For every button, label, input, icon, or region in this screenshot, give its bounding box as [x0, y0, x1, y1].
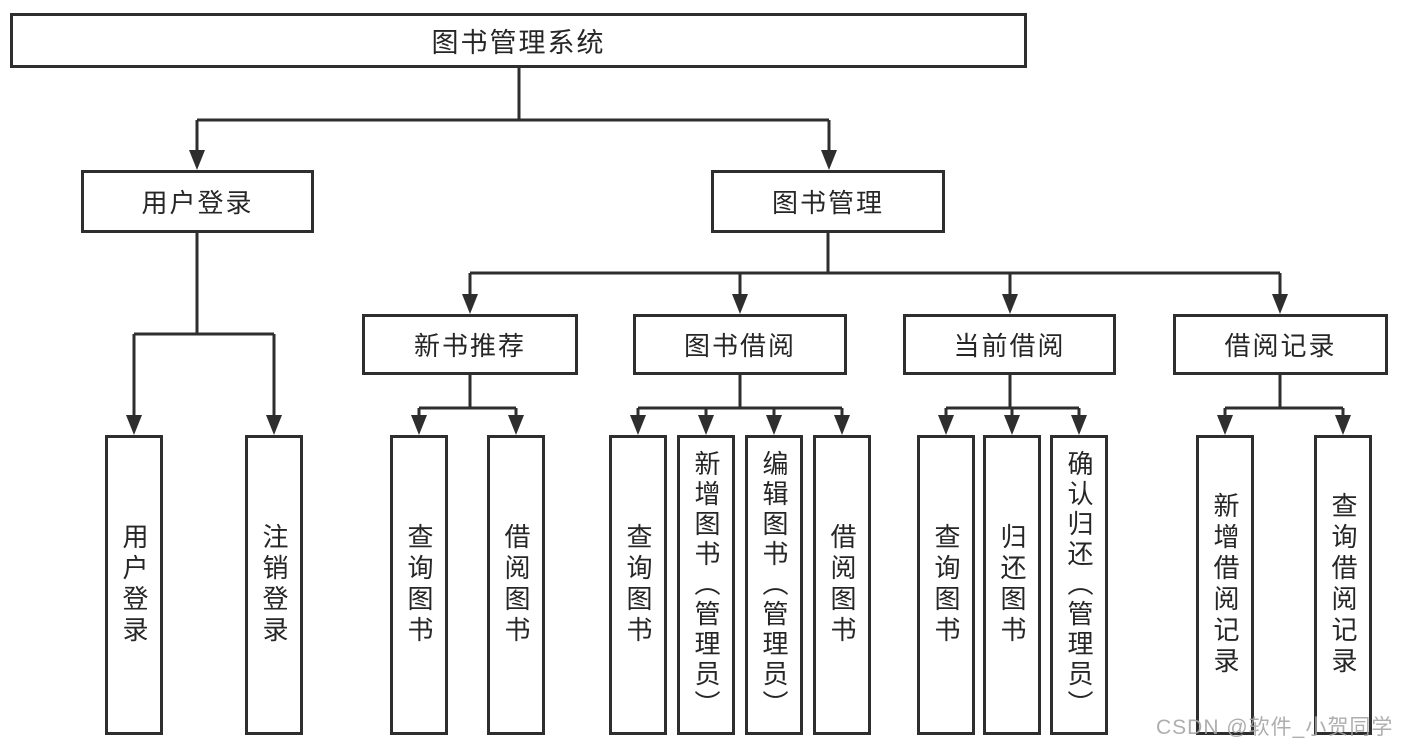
- node-root: 图书管理系统: [10, 13, 1027, 68]
- leaf-query-books-borrow: 查询图书: [609, 435, 667, 735]
- connector-new-book-children: [411, 375, 524, 435]
- leaf-borrow-books-borrow: 借阅图书: [813, 435, 871, 735]
- node-user-login: 用户登录: [81, 170, 314, 233]
- connector-current-borrow-children: [938, 375, 1087, 435]
- connector-book-mgmt-sections: [462, 233, 1288, 314]
- leaf-query-books-current: 查询图书: [917, 435, 975, 735]
- csdn-watermark: CSDN @软件_小贺同学: [1156, 716, 1394, 739]
- connector-book-borrow-children: [630, 375, 850, 435]
- leaf-query-books-recommend: 查询图书: [390, 435, 448, 735]
- leaf-edit-book-admin: 编辑图书（管理员）: [745, 435, 803, 735]
- leaf-confirm-return-admin: 确认归还（管理员）: [1050, 435, 1108, 735]
- leaf-return-books: 归还图书: [983, 435, 1041, 735]
- connector-borrow-records-children: [1217, 375, 1351, 435]
- node-current-borrow: 当前借阅: [903, 314, 1116, 375]
- leaf-add-borrow-record: 新增借阅记录: [1196, 435, 1254, 735]
- leaf-query-borrow-record: 查询借阅记录: [1314, 435, 1372, 735]
- leaf-logout: 注销登录: [245, 435, 303, 735]
- leaf-user-login: 用户登录: [105, 435, 163, 735]
- node-book-borrow: 图书借阅: [633, 314, 847, 375]
- node-book-management: 图书管理: [711, 170, 945, 233]
- connector-user-login-children: [126, 233, 282, 435]
- leaf-borrow-books-recommend: 借阅图书: [487, 435, 545, 735]
- connector-root-to-level2: [189, 68, 837, 170]
- node-new-book-recommend: 新书推荐: [362, 314, 578, 375]
- node-borrow-records: 借阅记录: [1173, 314, 1388, 375]
- leaf-add-book-admin: 新增图书（管理员）: [677, 435, 735, 735]
